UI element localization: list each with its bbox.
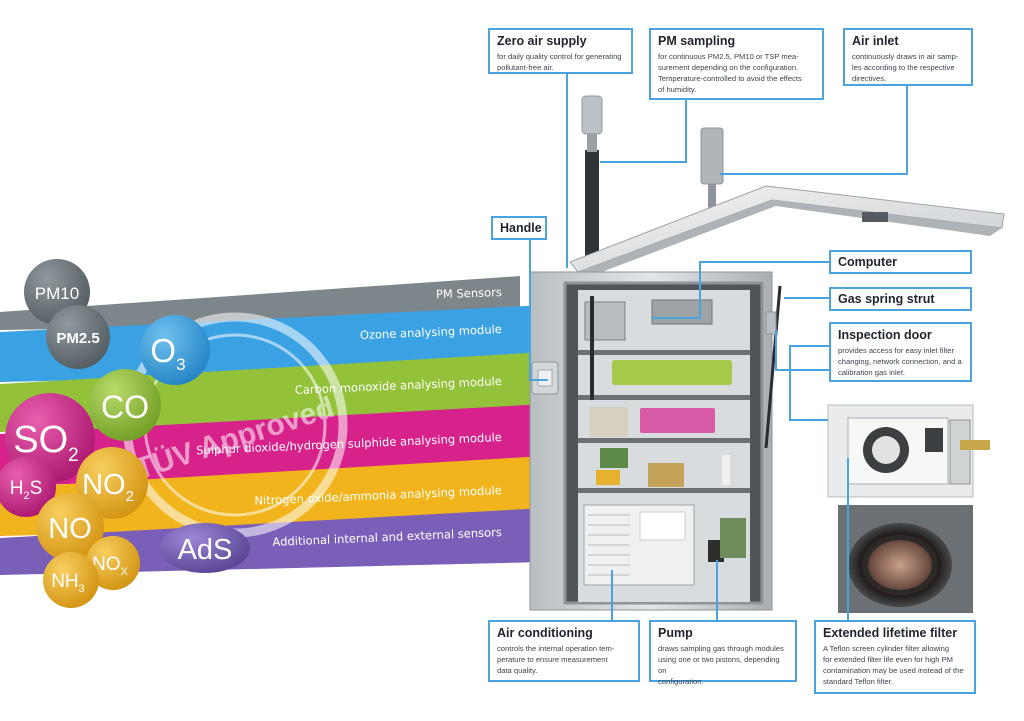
ads-label: AdS — [178, 534, 233, 566]
computer-title: Computer — [838, 255, 898, 269]
pm-sampling-desc: for continuous PM2.5, PM10 or TSP mea- s… — [658, 51, 815, 95]
desc-line: for extended filter life even for high P… — [823, 655, 954, 664]
desc-line: data quality. — [497, 666, 538, 675]
desc-line: perature to ensure measurement — [497, 655, 608, 664]
no-label: NO — [48, 513, 92, 545]
inspection-door-desc: provides access for easy inlet filter ch… — [838, 345, 963, 378]
inspection-door-title: Inspection door — [838, 328, 932, 342]
inspection-door-detail — [827, 404, 990, 498]
nh3-main: NH — [51, 571, 78, 592]
desc-line: configuration. — [658, 677, 704, 686]
no2-main: NO — [82, 469, 126, 501]
o3-sub: 3 — [176, 355, 185, 374]
desc-line: using one or two pistons, depending on — [658, 655, 780, 675]
nox-main: NO — [92, 554, 121, 575]
no2-label: NO2 — [82, 469, 134, 505]
gas-bubbles: PM10 PM2.5 O3 CO SO2 H2S NO2 NO — [0, 259, 250, 608]
desc-line: pollutant-free air. — [497, 63, 554, 72]
air-inlet-title: Air inlet — [852, 34, 899, 48]
analyser-cabinet — [529, 95, 1005, 611]
callout-pump: Pump draws sampling gas through modules … — [649, 620, 797, 686]
bubble-nh3: NH3 — [43, 552, 99, 608]
co-label: CO — [101, 389, 149, 425]
h2s-a: H — [10, 478, 24, 499]
gas-spring-strut-title: Gas spring strut — [838, 292, 935, 306]
desc-line: draws sampling gas through modules — [658, 644, 784, 653]
inspection-door — [765, 311, 777, 335]
desc-line: les according to the respective — [852, 63, 955, 72]
pm25-label: PM2.5 — [56, 330, 99, 347]
extended-filter-detail — [838, 505, 973, 613]
air-inlet-mast — [700, 127, 724, 185]
o3-label: O3 — [150, 332, 185, 374]
so2-main: SO — [13, 419, 68, 461]
desc-line: contamination may be used instead of the — [823, 666, 964, 675]
air-inlet-desc: continuously draws in air samp- les acco… — [852, 51, 964, 84]
desc-line: directives. — [852, 74, 887, 83]
bubble-no2: NO2 — [76, 447, 148, 519]
sensor-bands — [0, 276, 545, 575]
bubble-pm25: PM2.5 — [46, 305, 110, 369]
callout-computer: Computer — [829, 250, 972, 274]
bubble-nox: NOX — [86, 536, 140, 590]
nh3-sub: 3 — [79, 583, 85, 595]
callout-air-conditioning: Air conditioning controls the internal o… — [488, 620, 640, 682]
pump-desc: draws sampling gas through modules using… — [658, 643, 788, 687]
pump-title: Pump — [658, 626, 693, 640]
desc-line: of humidity. — [658, 85, 697, 94]
callout-inspection-door: Inspection door provides access for easy… — [829, 322, 972, 382]
desc-line: surement depending on the configuration. — [658, 63, 799, 72]
extended-lifetime-filter-title: Extended lifetime filter — [823, 626, 958, 640]
so2-sub: 2 — [68, 445, 79, 466]
bubble-co: CO — [89, 369, 161, 441]
callout-connectors — [529, 72, 908, 625]
callout-air-inlet: Air inlet continuously draws in air samp… — [843, 28, 973, 86]
zero-air-supply-title: Zero air supply — [497, 34, 587, 48]
desc-line: calibration gas inlet. — [838, 368, 906, 377]
h2s-b: S — [30, 478, 43, 499]
callout-zero-air-supply: Zero air supply for daily quality contro… — [488, 28, 633, 74]
handle-title: Handle — [500, 221, 542, 235]
extended-lifetime-filter-desc: A Teflon screen cylinder filter allowing… — [823, 643, 967, 687]
bubble-ads: AdS — [160, 523, 250, 573]
band-label-ozone: Ozone analysing module — [360, 322, 503, 342]
bubble-no: NO — [36, 493, 104, 561]
callout-handle: Handle — [491, 216, 547, 240]
h2s-sub: 2 — [23, 490, 29, 502]
o3-main: O — [150, 332, 176, 369]
desc-line: for continuous PM2.5, PM10 or TSP mea- — [658, 52, 799, 61]
band-label-pm-sensors: PM Sensors — [436, 285, 502, 301]
bubble-h2s: H2S — [0, 457, 56, 517]
pm-sampling-title: PM sampling — [658, 34, 736, 48]
pm10-label: PM10 — [35, 284, 79, 303]
nox-sub: X — [121, 566, 129, 578]
callout-extended-lifetime-filter: Extended lifetime filter A Teflon screen… — [814, 620, 976, 694]
callout-pm-sampling: PM sampling for continuous PM2.5, PM10 o… — [649, 28, 824, 100]
desc-line: controls the internal operation tem- — [497, 644, 615, 653]
desc-line: standard Teflon filter. — [823, 677, 893, 686]
callout-gas-spring-strut: Gas spring strut — [829, 287, 972, 311]
h2s-label: H2S — [10, 478, 43, 502]
desc-line: continuously draws in air samp- — [852, 52, 959, 61]
desc-line: Temperature-controlled to avoid the effe… — [658, 74, 802, 83]
desc-line: changing, network connection, and a — [838, 357, 962, 366]
desc-line: for daily quality control for generating — [497, 52, 622, 61]
bubble-o3: O3 — [140, 315, 210, 385]
desc-line: A Teflon screen cylinder filter allowing — [823, 644, 950, 653]
air-conditioning-title: Air conditioning — [497, 626, 593, 640]
no2-sub: 2 — [126, 488, 134, 505]
zero-air-supply-desc: for daily quality control for generating… — [497, 51, 624, 73]
desc-line: provides access for easy inlet filter — [838, 346, 955, 355]
so2-label: SO2 — [13, 419, 78, 466]
nh3-label: NH3 — [51, 571, 85, 595]
nox-label: NOX — [92, 554, 129, 578]
air-conditioning-desc: controls the internal operation tem- per… — [497, 643, 631, 676]
